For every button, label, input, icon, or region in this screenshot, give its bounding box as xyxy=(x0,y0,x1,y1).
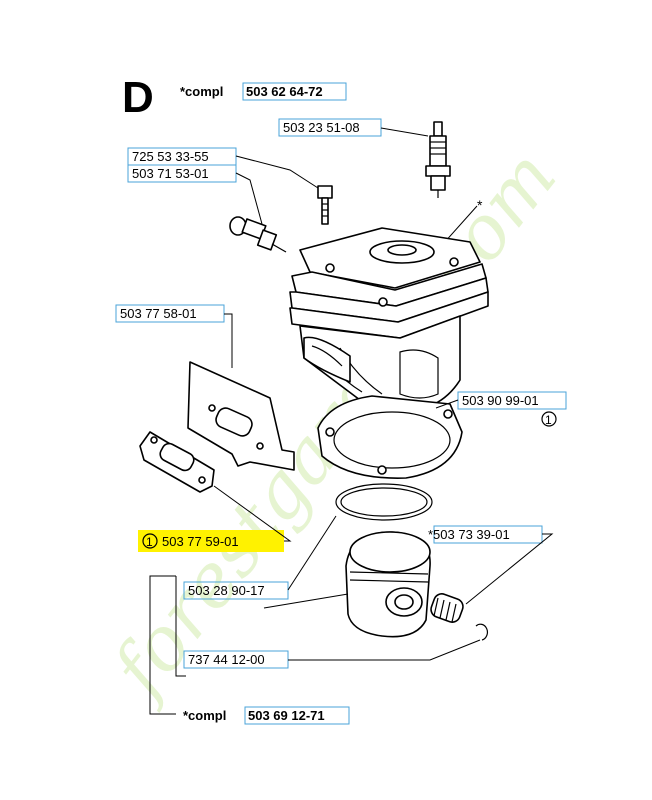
cylinder-gasket-note: 1 xyxy=(545,413,552,427)
star-marker: * xyxy=(477,197,483,213)
spark-plug-icon xyxy=(425,121,451,198)
piston-ring-icon xyxy=(335,483,433,521)
muffler-gasket-note-circle xyxy=(142,533,158,549)
muffler-gasket-note: 1 xyxy=(146,535,153,549)
compl-top-number[interactable]: 503 62 64-72 xyxy=(246,84,323,99)
decompression-valve-icon xyxy=(229,216,287,253)
needle-bearing-leader xyxy=(465,533,554,605)
needle-bearing-number[interactable]: *503 73 39-01 xyxy=(428,527,510,542)
screw-a-leader xyxy=(235,155,319,189)
section-letter: D xyxy=(122,73,154,122)
piston-ring-label-box xyxy=(183,581,289,600)
spark-plug-leader xyxy=(380,127,429,137)
circlip-leader xyxy=(288,639,481,661)
compl-top-prefix: *compl xyxy=(180,84,223,99)
piston-icon xyxy=(345,531,431,638)
spark-plug-label-box xyxy=(278,118,382,137)
cylinder-gasket-icon xyxy=(317,395,463,479)
assembly-bracket-inner xyxy=(175,576,186,677)
circlip-icon xyxy=(475,623,489,641)
cylinder-icon xyxy=(289,227,489,413)
compl-bottom-box xyxy=(244,706,350,725)
heat-shield-icon xyxy=(187,361,295,471)
cylinder-gasket-leader xyxy=(435,399,459,409)
screw-b-number[interactable]: 503 71 53-01 xyxy=(132,166,209,181)
screw-a-number[interactable]: 725 53 33-55 xyxy=(132,149,209,164)
assembly-bracket-outer xyxy=(149,575,176,715)
cylinder-screw-icon xyxy=(317,185,333,225)
heat-shield-leader xyxy=(224,313,233,368)
piston-leader xyxy=(263,593,349,609)
piston-ring-number[interactable]: 503 28 90-17 xyxy=(188,583,265,598)
muffler-gasket-leader xyxy=(213,485,292,542)
piston-ring-leader xyxy=(287,515,337,591)
muffler-gasket-icon xyxy=(139,431,215,493)
muffler-gasket-highlight xyxy=(138,530,284,552)
screw-b-leader xyxy=(235,172,263,225)
compl-bottom-prefix: *compl xyxy=(183,708,226,723)
cylinder-gasket-note-circle xyxy=(541,411,557,427)
needle-bearing-icon xyxy=(430,593,464,623)
compl-bottom-number[interactable]: 503 69 12-71 xyxy=(248,708,325,723)
heat-shield-number[interactable]: 503 77 58-01 xyxy=(120,306,197,321)
compl-top-box xyxy=(242,82,347,101)
circlip-number[interactable]: 737 44 12-00 xyxy=(188,652,265,667)
muffler-gasket-number[interactable]: 503 77 59-01 xyxy=(162,534,239,549)
cylinder-gasket-number[interactable]: 503 90 99-01 xyxy=(462,393,539,408)
spark-plug-number[interactable]: 503 23 51-08 xyxy=(283,120,360,135)
